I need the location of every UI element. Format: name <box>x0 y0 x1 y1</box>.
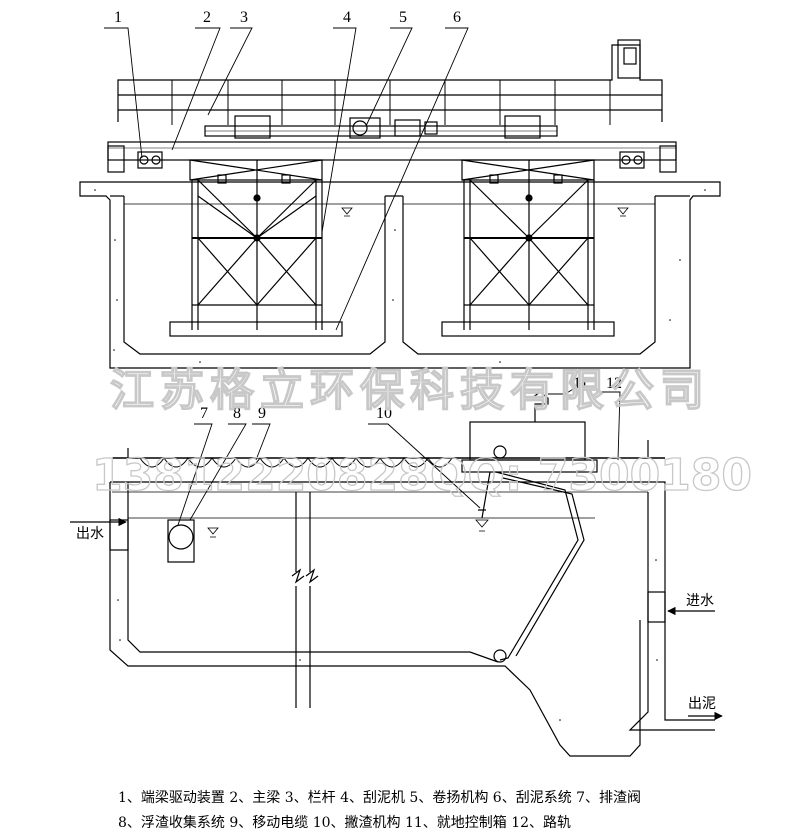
scraper-truss-left <box>169 159 343 337</box>
outlet-pipe <box>109 519 129 551</box>
watermark-company: 江苏格立环保科技有限公司 <box>110 365 710 416</box>
bottom-leader-lines <box>177 387 621 526</box>
callout-8: 8 <box>233 405 241 422</box>
callout-12: 12 <box>606 375 622 392</box>
callout-1: 1 <box>114 9 122 26</box>
label-sludge-out: 出泥 <box>688 696 716 712</box>
callout-7: 7 <box>200 405 208 422</box>
callout-11: 11 <box>573 375 588 392</box>
callout-6: 6 <box>453 9 461 26</box>
concrete-stipple-bottom <box>117 559 658 721</box>
top-elevation-view: 1 2 3 4 5 6 <box>79 9 721 369</box>
label-outlet-water: 出水 <box>76 526 104 542</box>
callout-4: 4 <box>343 9 351 26</box>
bottom-section-view: 7 8 9 10 11 12 出水 进水 出泥 <box>70 375 723 757</box>
scum-valve <box>167 519 195 563</box>
moving-cable <box>139 457 453 468</box>
top-tank-outline <box>79 181 721 369</box>
hoist-mechanism <box>204 115 558 139</box>
top-leader-lines <box>104 27 469 331</box>
legend-line-2: 8、浮渣收集系统 9、移动电缆 10、撇渣机构 11、就地控制箱 12、路轨 <box>118 815 572 831</box>
watermark-phone: 13812220828 <box>92 450 429 501</box>
callout-2: 2 <box>203 9 211 26</box>
end-drive-right <box>619 145 677 173</box>
main-beam <box>107 141 677 161</box>
inlet-pipe <box>647 591 666 623</box>
control-cabinet <box>617 39 641 79</box>
callout-9: 9 <box>258 405 266 422</box>
callout-5: 5 <box>399 9 407 26</box>
end-drive-left <box>107 145 163 173</box>
bottom-tank-outline <box>109 482 641 757</box>
callout-10: 10 <box>376 405 392 422</box>
legend-line-1: 1、端梁驱动装置 2、主梁 3、栏杆 4、刮泥机 5、卷扬机构 6、刮泥系统 7… <box>118 790 642 806</box>
bridge-railing <box>117 44 663 122</box>
scraper-truss-right <box>441 159 615 337</box>
label-inlet-water: 进水 <box>686 593 714 609</box>
watermark-qq: QQ: 7300180 <box>430 450 752 501</box>
callout-3: 3 <box>240 9 248 26</box>
concrete-stipple-top <box>94 189 706 363</box>
center-column <box>291 492 319 708</box>
